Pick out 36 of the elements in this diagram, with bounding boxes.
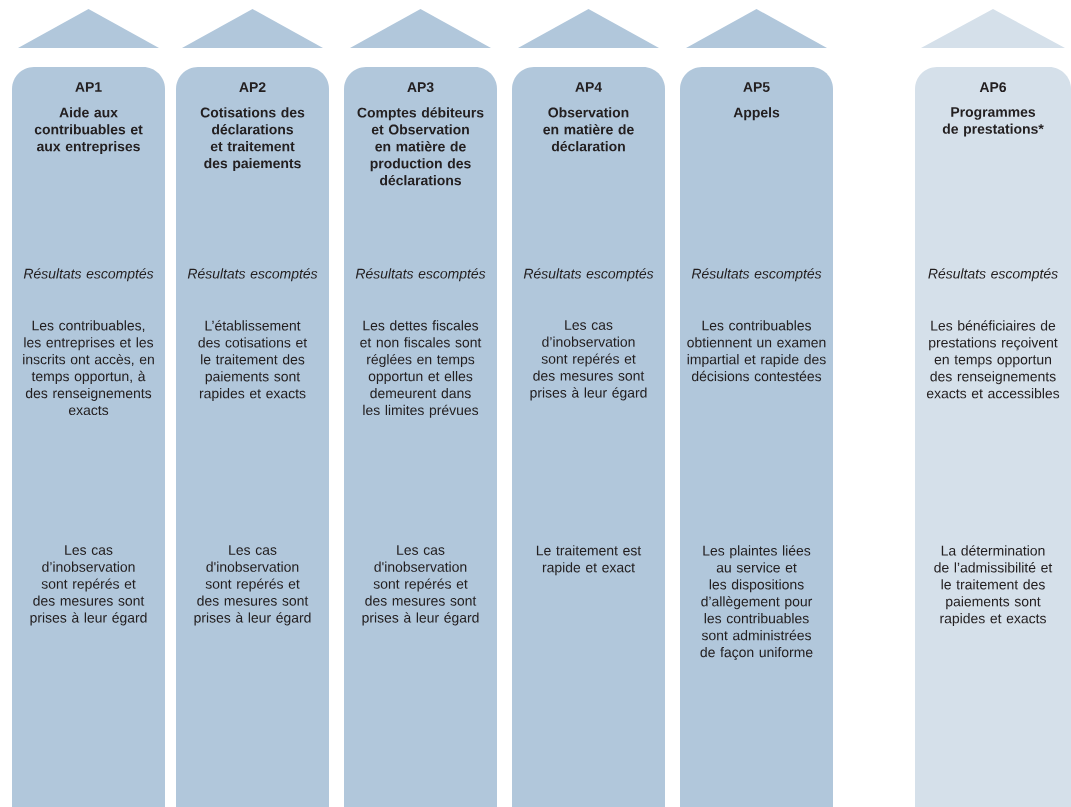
outcome-text: Le traitement est rapide et exact <box>536 545 642 576</box>
triangle-marker <box>518 9 659 48</box>
program-title: Comptes débiteurs et Observation en matière de production des déclarations <box>357 107 484 186</box>
program-title: Observation en matière de déclaration <box>543 107 634 152</box>
program-code: AP2 <box>239 82 266 92</box>
outcome-text: Les cas d’inobservation sont repérés et des mesures sont prises à leur égard <box>530 320 647 401</box>
program-title: Cotisations des déclarations et traitement des paiements <box>200 107 305 171</box>
section-heading: Résultats escomptés <box>691 268 822 282</box>
outcome-text: Les cas d'inobservation sont repérés et des mesures sont prises à leur égard <box>362 545 479 626</box>
triangle-marker <box>686 9 827 48</box>
outcome-text: Les plaintes liées au service et les dispositions d’allègement pour les contribuables sont administrées de façon uniforme <box>700 545 813 661</box>
program-title: Aide aux contribuables et aux entreprises <box>34 107 143 155</box>
outcome-text: Les cas d'inobservation sont repérés et des mesures sont prises à leur égard <box>194 545 311 626</box>
program-code: AP5 <box>743 82 770 92</box>
outcome-text: Les contribuables, les entreprises et les inscrits ont accès, en temps opportun, à des renseignements exacts <box>23 320 154 416</box>
outcome-text: Les contribuables obtiennent un examen impartial et rapide des décisions contestées <box>687 320 826 382</box>
outcome-text: Les dettes fiscales et non fiscales sont réglées en temps opportun et elles demeurent dans les limites prévues <box>360 320 482 418</box>
triangle-marker <box>18 9 159 48</box>
program-title: Programmes de prestations* <box>942 107 1044 137</box>
triangle-marker <box>921 9 1065 48</box>
section-heading: Résultats escomptés <box>355 268 486 282</box>
program-code: AP6 <box>979 82 1007 93</box>
program-title: Appels <box>733 107 780 121</box>
program-code: AP1 <box>75 82 102 92</box>
triangle-marker <box>182 9 323 48</box>
section-heading: Résultats escomptés <box>23 268 154 282</box>
outcome-text: Les cas d’inobservation sont repérés et des mesures sont prises à leur égard <box>30 545 147 626</box>
outcome-text: L’établissement des cotisations et le traitement des paiements sont rapides et exacts <box>198 320 308 402</box>
outcome-text: La détermination de l’admissibilité et le traitement des paiements sont rapides et exacts <box>934 545 1053 627</box>
triangle-marker <box>350 9 491 48</box>
section-heading: Résultats escomptés <box>523 268 654 282</box>
program-code: AP3 <box>407 82 434 93</box>
section-heading: Résultats escomptés <box>187 268 318 282</box>
outcome-text: Les bénéficiaires de prestations reçoivent en temps opportun des renseignements exacts et accessibles <box>926 320 1060 399</box>
section-heading: Résultats escomptés <box>928 268 1058 282</box>
program-code: AP4 <box>575 82 602 92</box>
